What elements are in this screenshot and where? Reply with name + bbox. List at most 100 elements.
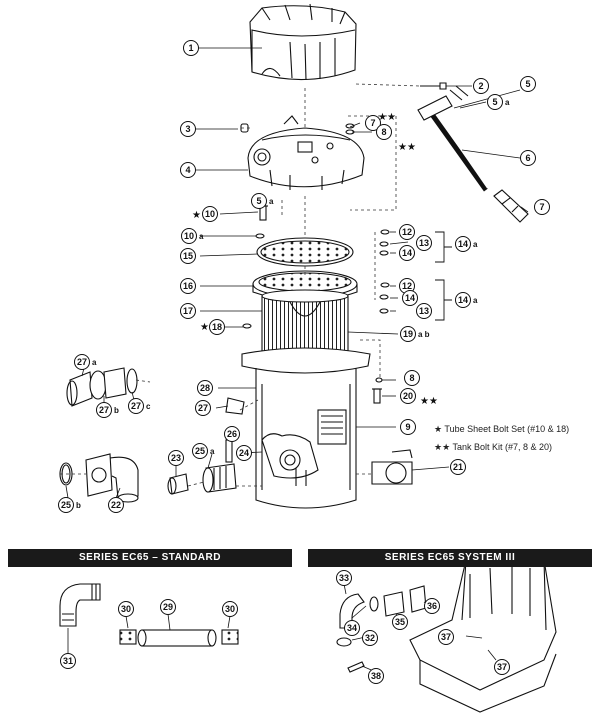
callout-c1: 1: [183, 40, 199, 56]
callout-c12a: 12: [399, 224, 415, 240]
callout-circle: [455, 292, 471, 308]
washer-parts: [242, 123, 390, 383]
callout-number: 37: [441, 632, 451, 642]
callout-c36: 36: [424, 598, 440, 614]
callout-number: 5: [492, 97, 497, 107]
callout-circle: [399, 224, 415, 240]
callout-number: 7: [370, 118, 375, 128]
callout-suffix: a: [505, 98, 510, 107]
callout-number: 19: [403, 329, 413, 339]
callout-circle: [520, 150, 536, 166]
callout-c7b: 7: [534, 199, 550, 215]
callout-number: 22: [111, 500, 121, 510]
callout-c37b: 37: [494, 659, 510, 675]
callout-c4: 4: [180, 162, 196, 178]
callout-number: 24: [239, 448, 249, 458]
callout-c5: 5: [520, 76, 536, 92]
callout-c23: 23: [168, 450, 184, 466]
tank-lid-part: [247, 115, 365, 190]
callout-suffix: a: [92, 358, 97, 367]
callout-c12b: 12: [399, 278, 415, 294]
callout-number: 34: [347, 623, 357, 633]
callout-number: 4: [185, 165, 190, 175]
callout-number: 10: [205, 209, 215, 219]
legend-star-symbol: ★: [434, 424, 443, 434]
callout-number: 23: [171, 453, 181, 463]
callout-c8a: 8: [376, 124, 392, 140]
group-brackets: [435, 231, 452, 321]
callout-number: 30: [225, 604, 235, 614]
callout-number: 30: [121, 604, 131, 614]
callout-number: 14: [405, 293, 415, 303]
callout-c20: 20: [400, 388, 416, 404]
callout-circle: [392, 614, 408, 630]
callout-circle: [58, 497, 74, 513]
callout-c18: 18: [209, 319, 225, 335]
callout-number: 27: [198, 403, 208, 413]
callout-suffix: a: [473, 296, 478, 305]
callout-number: 3: [185, 124, 190, 134]
callout-suffix: a: [210, 447, 215, 456]
callout-c9: 9: [400, 419, 416, 435]
callout-c21: 21: [450, 459, 466, 475]
screw-part: [420, 82, 447, 90]
callout-number: 18: [212, 322, 222, 332]
callout-c14b: 14: [402, 290, 418, 306]
callout-circle: [128, 398, 144, 414]
handle-part: [417, 85, 489, 192]
callout-circle: [224, 426, 240, 442]
callout-number: 27: [99, 405, 109, 415]
svg-text:★★: ★★: [420, 396, 438, 407]
callout-circle: [183, 40, 199, 56]
callout-c13b: 13: [416, 303, 432, 319]
callout-number: 14: [458, 295, 468, 305]
parts-drawing: [59, 3, 557, 713]
callout-circle: [209, 319, 225, 335]
section-title-system-iii: SERIES EC65 SYSTEM III: [308, 549, 592, 567]
assembly-guides: [60, 83, 421, 487]
callout-circle: [365, 115, 381, 131]
callout-circle: [368, 668, 384, 684]
callout-number: 32: [365, 633, 375, 643]
callout-number: 21: [453, 462, 463, 472]
callout-number: 33: [339, 573, 349, 583]
coupling-part: [493, 189, 529, 223]
legend-tank-bolt-kit: ★★ Tank Bolt Kit (#7, 8 & 20): [434, 442, 552, 453]
callout-number: 7: [539, 202, 544, 212]
manifold-part: [252, 270, 358, 302]
callout-circle: [376, 124, 392, 140]
callout-number: 13: [419, 238, 429, 248]
callout-circle: [222, 601, 238, 617]
callout-circle: [180, 121, 196, 137]
callout-c6: 6: [520, 150, 536, 166]
callout-c38: 38: [368, 668, 384, 684]
callout-circle: [404, 370, 420, 386]
callout-number: 31: [63, 656, 73, 666]
callout-circle: [400, 419, 416, 435]
callout-number: 5: [256, 196, 261, 206]
callout-circle: [60, 653, 76, 669]
star-markers: ★★ ★★ ★ ★ ★★: [192, 112, 438, 407]
tank-body-part: [241, 347, 371, 509]
callout-c30b: 30: [222, 601, 238, 617]
callout-number: 13: [419, 306, 429, 316]
callout-circle: [236, 445, 252, 461]
callout-number: 12: [402, 281, 412, 291]
callout-number: 26: [227, 429, 237, 439]
callout-circle: [336, 570, 352, 586]
top-cover-part: [249, 3, 357, 81]
callout-circle: [424, 598, 440, 614]
callout-circle: [74, 354, 90, 370]
callout-c34: 34: [344, 620, 360, 636]
callout-c14gb: 14 a: [455, 292, 478, 308]
legend-text: Tank Bolt Kit (#7, 8 & 20): [452, 442, 553, 452]
callout-c31: 31: [60, 653, 76, 669]
callout-circle: [181, 228, 197, 244]
callout-circle: [160, 599, 176, 615]
callout-c14a: 14: [399, 245, 415, 261]
callout-number: 8: [409, 373, 414, 383]
